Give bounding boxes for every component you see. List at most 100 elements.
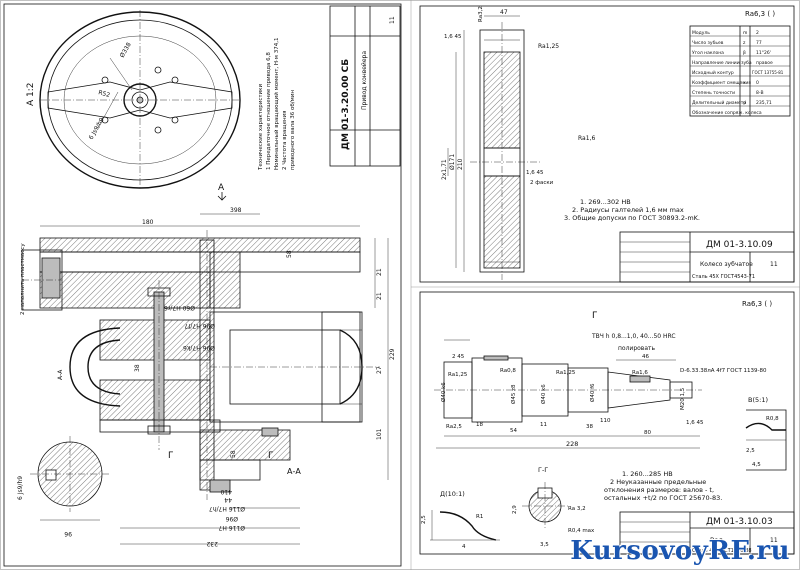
dim-38: 38 [134,364,141,372]
svg-text:1 Передаточное отношение приво: 1 Передаточное отношение привода 6,8 [266,52,272,170]
section-29: 2,9 [512,505,518,514]
detail-4: 4 [462,544,466,550]
shaft-note-1: 1. 260...285 HB [622,470,673,478]
svg-text:m: m [743,31,747,36]
svg-text:правое: правое [756,61,773,66]
section-g-left: Г [168,451,174,461]
svg-text:Номинальный вращающий момент,: Номинальный вращающий момент, Н·м 374,1 [273,38,280,170]
tech-notes: Технические характеристики 1 Передаточно… [258,38,296,171]
dim-58a: 58 [286,250,293,258]
svg-text:Технические характеристики: Технические характеристики [258,84,264,171]
shaft-18: 18 [476,422,483,428]
dim-fit-6p9b: 6 Js9/h9 [17,476,24,500]
shaft-45z8: Ø45 z8 [510,384,517,404]
section-r04: R0,4 max [568,528,595,534]
shaft-sheet-no: 11 [770,537,778,544]
svg-text:приводного вала 36 об/мин: приводного вала 36 об/мин [290,90,296,170]
shaft-16x45: 1,6 45 [686,420,704,426]
svg-text:Степень точности: Степень точности [692,90,735,96]
watermark-logo: KursovoyRF.ru [570,536,790,566]
scale-note: А 1:2 [26,82,36,106]
dim-21b: 21 [376,292,383,300]
gear-210: 210 [457,158,464,170]
svg-text:Число зубьев: Число зубьев [692,40,724,46]
title-block-assembly: ДМ 01-3.20.00 СБ Привод конвейера 11 [329,5,401,167]
title-block-gear: ДМ 01-3.10.09 Колесо зубчатое Сталь 45Х … [619,231,795,283]
svg-text:x: x [743,81,746,86]
label-a-a: А-А [57,369,64,380]
gear-name: Колесо зубчатое [700,261,753,268]
shaft-40k6b: Ø40 k6 [540,384,547,404]
shaft-m20: М20 1,5 [680,387,686,410]
assembly-designation: ДМ 01-3.20.00 СБ [341,59,351,150]
gear-16x45: 1,6 45 [444,34,462,40]
dim-r52: R52 [97,89,110,99]
dim-410: 410 [220,488,232,495]
shaft-ra16: Ra1,6 [632,370,648,376]
gear-dim-47: 47 [500,9,508,16]
section-35: 3,5 [540,542,549,548]
shaft-11: 11 [540,422,547,428]
frame-assembly [3,3,402,567]
shaft-54: 54 [510,428,517,434]
dim-44: 44 [224,496,232,503]
svg-text:2 Частота вращения: 2 Частота вращения [282,111,288,170]
gear-ra125: Ra1,25 [538,43,559,50]
gear-sheet-no: 11 [770,261,778,268]
detail-25b: 2,5 [421,515,427,524]
gear-ra32: Ra3,2 [478,6,484,22]
gear-note-3: 3. Общие допуски по ГОСТ 30893.2-mK. [564,214,700,222]
shaft-40f6: Ø40 f6 [589,383,596,402]
gear-section [447,15,540,280]
gear-roughness: Ra6,3 ( ) [745,10,775,18]
shaft-ra08: Ra0,8 [500,368,516,374]
svg-text:Делительный диаметр: Делительный диаметр [692,99,746,106]
section-a-right: А [218,183,225,193]
section-gg [522,482,568,530]
detail-d [430,510,500,541]
gear-note-2: 2. Радиусы галтелей 1,6 мм max [572,206,684,214]
fit-h7f7: Ø96 H7/f7 [184,322,215,329]
svg-text:d: d [743,100,746,106]
svg-text:8-В: 8-В [756,90,764,96]
svg-text:235,71: 235,71 [756,100,772,106]
shaft-ra125: Ra1,25 [448,372,468,378]
dim-398: 398 [230,207,242,214]
frame-shaft [419,291,795,555]
svg-text:β: β [743,50,746,56]
section-a-a: А-А [287,467,301,476]
dim-27: 27 [376,366,383,374]
assembly-name: Привод конвейера [361,51,368,110]
svg-text:Коэффициент смещения: Коэффициент смещения [692,80,751,86]
gear-ra16: Ra1,6 [578,135,595,142]
shaft-material: Сталь 45 ГОСТ1050-88 [692,548,752,554]
shaft-name: Вал [710,536,723,544]
detail-45: 4,5 [752,462,761,468]
svg-text:77: 77 [756,40,762,46]
gear-2x171: 2x1,71 [441,159,448,180]
shaft-40k6: Ø40 k6 [440,382,447,402]
shaft-note-2: 2 Неуказанные предельные [610,478,706,486]
detail-v [745,409,787,471]
gear-faski: 2 фаски [530,180,554,186]
shaft-110: 110 [600,418,611,424]
section-ra32: Ra 3,2 [568,506,586,512]
svg-text:Направление линии зуба: Направление линии зуба [692,60,752,66]
gear-material: Сталь 45Х ГОСТ4543-71 [692,274,755,280]
fit-h7k6: Ø96 H7/k6 [183,344,215,351]
gear-16f: 1,6 45 [526,170,544,176]
shaft-main-view [434,339,702,449]
dim-232: 232 [206,540,218,547]
shaft-228: 228 [566,440,578,448]
shaft-note-3: отклонения размеров: валов - t, [604,486,714,494]
detail-v-label: В(5:1) [748,396,768,404]
fit-b3: Ø96 [225,515,238,522]
shaft-ra25: Ra2,5 [446,424,462,430]
dim-229: 229 [389,348,396,360]
shaft-38: 38 [586,424,593,430]
detail-r08: R0,8 [766,416,779,422]
dim-21a: 21 [376,268,383,276]
detail-d-label: Д(10:1) [440,490,465,498]
